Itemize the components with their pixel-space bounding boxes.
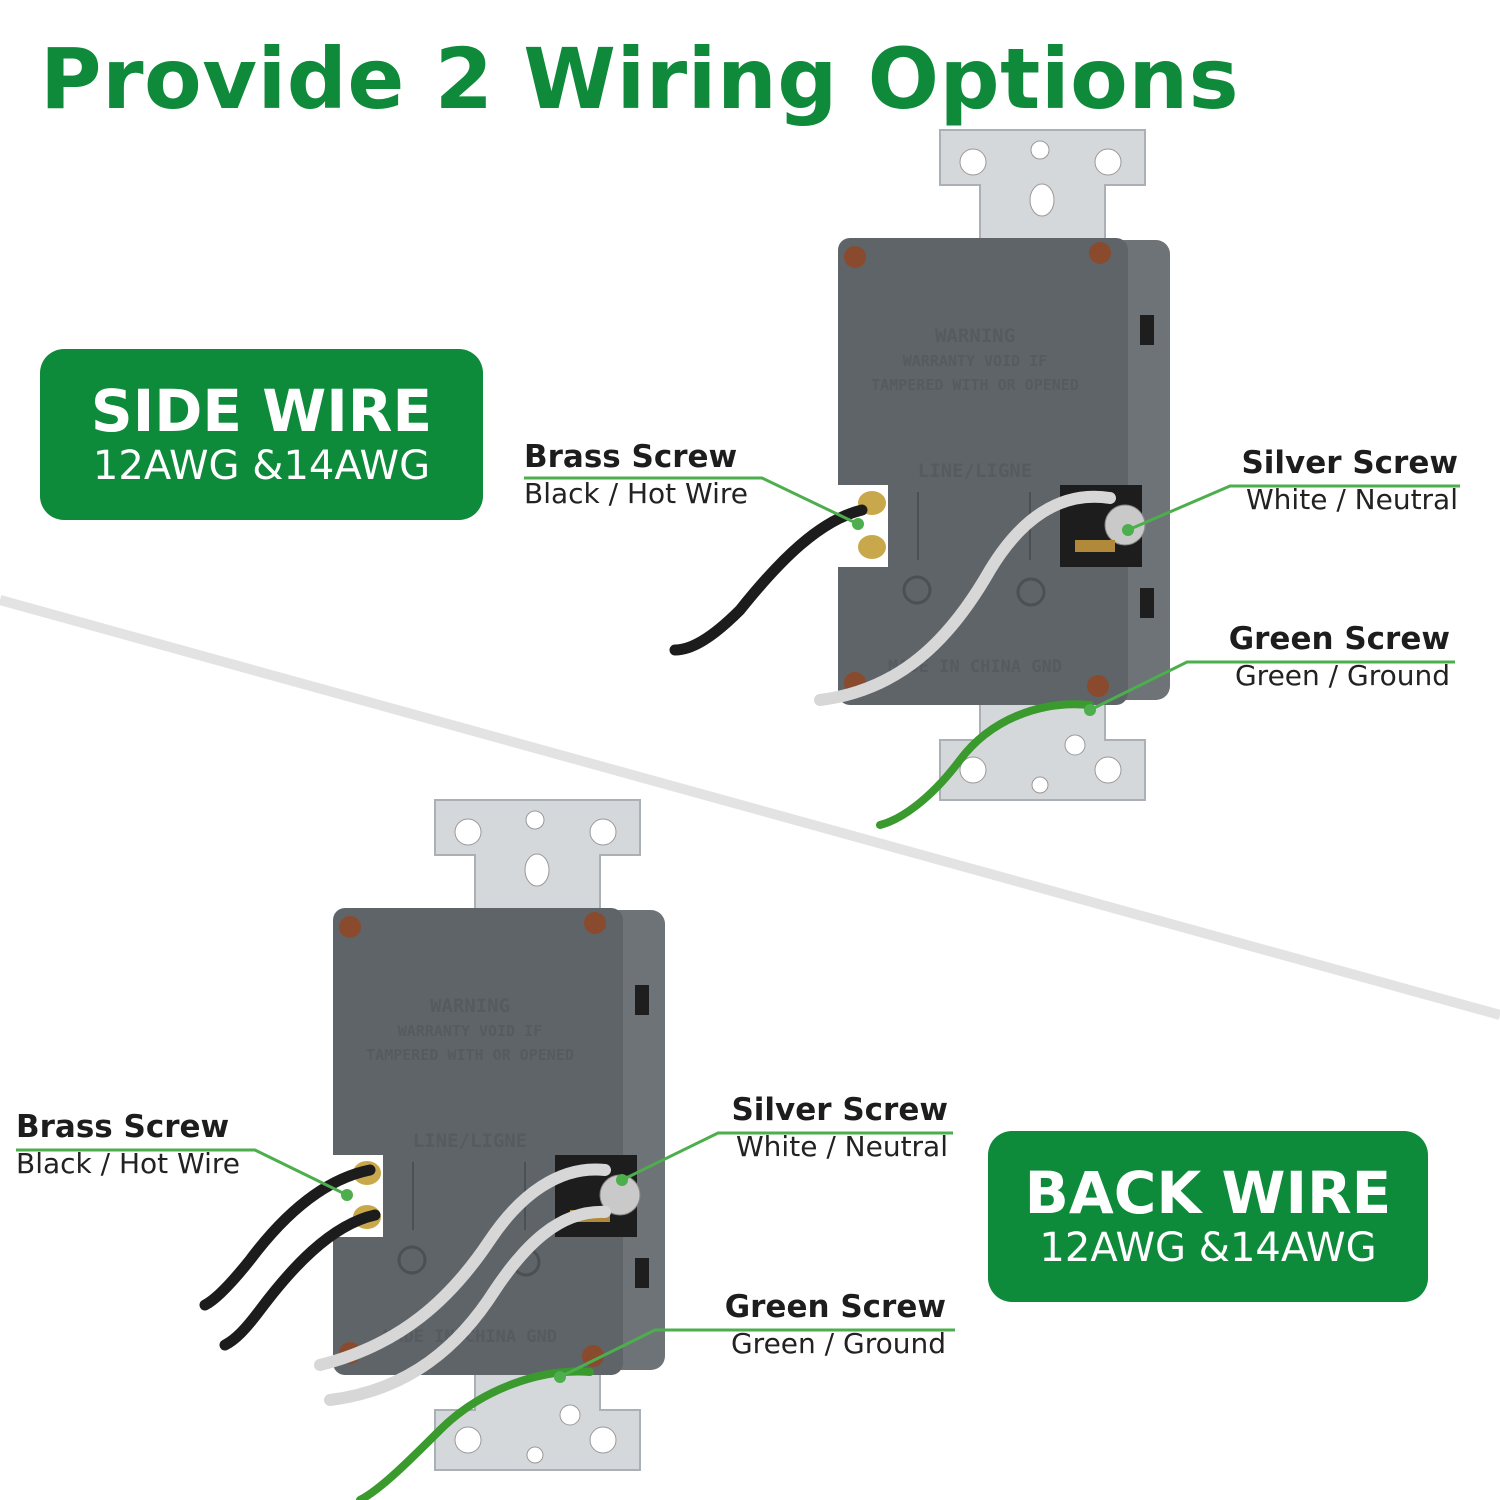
screw-markers [341, 518, 1134, 1383]
device-made-text: MADE IN CHINA GND [888, 657, 1062, 677]
side-green-label: Green Screw Green / Ground [1229, 620, 1450, 694]
device-made-text: MADE IN CHINA GND [383, 1327, 557, 1347]
label-subtitle: White / Neutral [1246, 483, 1458, 516]
side-wire-title: SIDE WIRE [90, 377, 433, 445]
device-warning-text: WARNING [935, 325, 1015, 347]
side-brass-label: Brass Screw Black / Hot Wire [524, 438, 748, 512]
green-wire [356, 1367, 594, 1500]
back-silver-label: Silver Screw White / Neutral [731, 1091, 948, 1165]
white-wire [324, 1205, 611, 1406]
back-green-label: Green Screw Green / Ground [725, 1288, 946, 1362]
side-wire-badge: SIDE WIRE 12AWG &14AWG [40, 349, 483, 520]
label-subtitle: Green / Ground [1234, 659, 1450, 692]
black-wire [199, 1164, 376, 1311]
side-wire-device: WARNING WARRANTY VOID IF TAMPERED WITH O… [669, 128, 1172, 829]
leader-lines [16, 476, 1460, 1379]
label-title: Green Screw [1228, 621, 1450, 657]
back-wire-gauge: 12AWG &14AWG [1039, 1225, 1377, 1271]
black-wire [219, 1209, 381, 1351]
page-title: Provide 2 Wiring Options [40, 30, 1240, 128]
label-subtitle: White / Neutral [736, 1130, 948, 1163]
white-wire [314, 1163, 611, 1371]
side-silver-label: Silver Screw White / Neutral [1241, 444, 1458, 518]
back-wire-badge: BACK WIRE 12AWG &14AWG [988, 1131, 1428, 1302]
device-warranty-text: WARRANTY VOID IF [903, 352, 1048, 370]
white-wire [814, 490, 1116, 706]
label-subtitle: Black / Hot Wire [524, 477, 749, 510]
device-tampered-text: TAMPERED WITH OR OPENED [871, 376, 1079, 394]
device-warning-text: WARNING [430, 995, 510, 1017]
back-wire-title: BACK WIRE [1024, 1159, 1392, 1227]
label-title: Brass Screw [16, 1109, 230, 1145]
side-wire-gauge: 12AWG &14AWG [92, 443, 431, 489]
label-title: Brass Screw [524, 439, 738, 475]
back-brass-label: Brass Screw Black / Hot Wire [16, 1108, 240, 1182]
label-title: Silver Screw [731, 1092, 948, 1128]
device-line-text: LINE/LIGNE [413, 1130, 527, 1152]
device-tampered-text: TAMPERED WITH OR OPENED [366, 1046, 574, 1064]
label-title: Silver Screw [1241, 445, 1458, 481]
label-title: Green Screw [724, 1289, 946, 1325]
divider-line [0, 595, 1500, 1020]
device-warranty-text: WARRANTY VOID IF [398, 1022, 543, 1040]
label-subtitle: Green / Ground [730, 1327, 946, 1360]
device-line-text: LINE/LIGNE [918, 460, 1032, 482]
black-wire [669, 504, 868, 656]
back-wire-device: WARNING WARRANTY VOID IF TAMPERED WITH O… [199, 798, 667, 1500]
label-subtitle: Black / Hot Wire [16, 1147, 241, 1180]
green-wire [876, 700, 1094, 829]
